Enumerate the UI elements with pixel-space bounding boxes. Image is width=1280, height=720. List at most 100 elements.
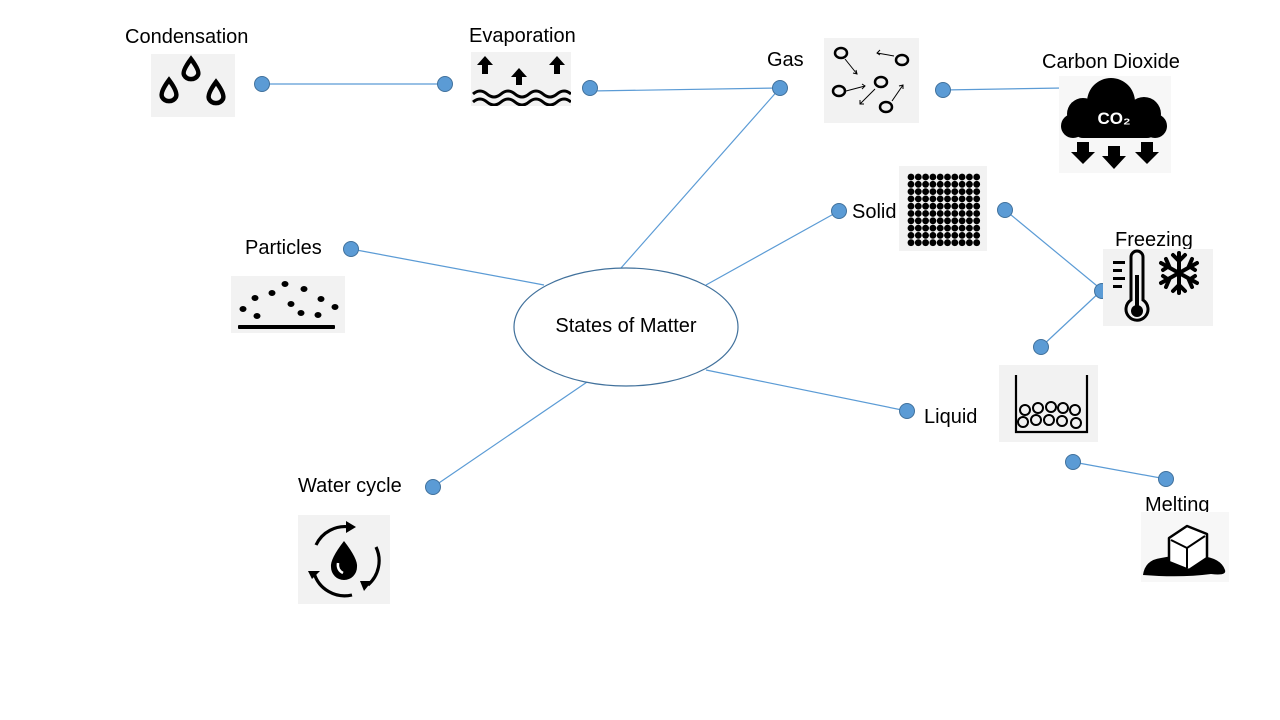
solid-particle bbox=[914, 224, 922, 232]
solid-particle bbox=[958, 224, 966, 232]
dot-water-cycle[interactable] bbox=[425, 479, 441, 495]
evaporation-icon bbox=[471, 52, 571, 106]
solid-particle bbox=[929, 232, 937, 239]
solid-particle bbox=[922, 202, 929, 210]
dot-melting[interactable] bbox=[1158, 471, 1174, 487]
solid-particle bbox=[914, 232, 922, 239]
solid-particle bbox=[907, 239, 915, 247]
solid-particle bbox=[951, 232, 959, 239]
solid-particle bbox=[907, 232, 915, 239]
solid-particle bbox=[922, 232, 929, 239]
dot-condensation[interactable] bbox=[254, 76, 270, 92]
solid-particle bbox=[973, 232, 981, 239]
melting-ice-icon bbox=[1141, 512, 1229, 582]
solid-particle bbox=[914, 188, 922, 195]
solid-particle bbox=[944, 224, 951, 232]
solid-particle bbox=[922, 173, 929, 181]
dot-gas-out[interactable] bbox=[935, 82, 951, 98]
solid-particle bbox=[936, 180, 944, 188]
solid-particles-icon bbox=[899, 166, 987, 251]
solid-particle bbox=[929, 195, 937, 203]
solid-particle bbox=[929, 188, 937, 195]
water-drops-graphic bbox=[159, 55, 226, 106]
solid-particle bbox=[922, 239, 929, 247]
solid-particle bbox=[966, 188, 973, 195]
label-water-cycle: Water cycle bbox=[298, 475, 402, 497]
evaporation-graphic bbox=[472, 56, 571, 106]
water-drops-icon bbox=[151, 54, 235, 117]
solid-particle bbox=[973, 210, 981, 217]
solid-particle bbox=[966, 202, 973, 210]
scattered-particles-graphic bbox=[238, 281, 339, 329]
dot-gas[interactable] bbox=[772, 80, 788, 96]
dot-evaporation-out[interactable] bbox=[582, 80, 598, 96]
solid-particle bbox=[929, 217, 937, 225]
dot-solid[interactable] bbox=[831, 203, 847, 219]
solid-particle bbox=[951, 224, 959, 232]
label-evaporation: Evaporation bbox=[469, 25, 576, 47]
connector-gas-carbon-dioxide bbox=[942, 87, 1064, 91]
solid-particle bbox=[936, 217, 944, 225]
center-node-label: States of Matter bbox=[555, 315, 697, 337]
dot-solid-out[interactable] bbox=[997, 202, 1013, 218]
solid-particle bbox=[958, 173, 966, 181]
liquid-particles-icon bbox=[999, 365, 1098, 442]
solid-particle bbox=[936, 239, 944, 247]
connector-center-particles bbox=[350, 248, 545, 286]
solid-particle bbox=[966, 224, 973, 232]
solid-particle bbox=[929, 210, 937, 217]
solid-particle bbox=[958, 202, 966, 210]
solid-particle bbox=[966, 217, 973, 225]
label-solid: Solid bbox=[852, 201, 897, 223]
solid-particle bbox=[958, 210, 966, 217]
solid-particle bbox=[914, 202, 922, 210]
water-cycle-graphic bbox=[308, 521, 381, 598]
solid-particle bbox=[914, 195, 922, 203]
solid-particle bbox=[929, 180, 937, 188]
solid-particle bbox=[973, 217, 981, 225]
solid-particle bbox=[973, 224, 981, 232]
connector-center-water-cycle bbox=[432, 379, 591, 488]
solid-particle bbox=[951, 180, 959, 188]
solid-particle bbox=[936, 224, 944, 232]
co2-cloud-graphic: CO₂ bbox=[1061, 78, 1167, 169]
solid-particle bbox=[951, 202, 959, 210]
connector-liquid-melting bbox=[1072, 461, 1167, 480]
dot-freezing-liquid[interactable] bbox=[1033, 339, 1049, 355]
solid-particle bbox=[907, 217, 915, 225]
solid-particle bbox=[914, 217, 922, 225]
solid-particle bbox=[936, 188, 944, 195]
connector-lines bbox=[262, 83, 1167, 488]
connector-evaporation-gas bbox=[589, 87, 781, 92]
dot-evaporation-in[interactable] bbox=[437, 76, 453, 92]
solid-particle bbox=[907, 202, 915, 210]
solid-particle bbox=[936, 202, 944, 210]
solid-particle bbox=[966, 232, 973, 239]
co2-text: CO₂ bbox=[1097, 109, 1130, 128]
solid-particle bbox=[929, 173, 937, 181]
gas-particles-graphic bbox=[831, 46, 910, 114]
center-node-ellipse[interactable] bbox=[513, 267, 739, 387]
solid-particle bbox=[907, 173, 915, 181]
solid-particle bbox=[973, 195, 981, 203]
connector-center-solid bbox=[705, 210, 840, 286]
solid-particle bbox=[958, 188, 966, 195]
solid-particle bbox=[929, 239, 937, 247]
label-condensation: Condensation bbox=[125, 26, 249, 48]
dot-liquid-out[interactable] bbox=[1065, 454, 1081, 470]
solid-particle bbox=[951, 217, 959, 225]
solid-particle bbox=[951, 173, 959, 181]
solid-particle bbox=[958, 180, 966, 188]
dot-particles[interactable] bbox=[343, 241, 359, 257]
solid-particle bbox=[907, 180, 915, 188]
solid-particle bbox=[922, 180, 929, 188]
solid-particle bbox=[958, 232, 966, 239]
connector-dots bbox=[254, 76, 1174, 495]
solid-particle bbox=[936, 173, 944, 181]
dot-liquid[interactable] bbox=[899, 403, 915, 419]
liquid-container-graphic bbox=[1014, 375, 1089, 434]
connector-solid-freezing bbox=[1004, 209, 1103, 291]
solid-particle bbox=[966, 173, 973, 181]
solid-particle bbox=[973, 188, 981, 195]
